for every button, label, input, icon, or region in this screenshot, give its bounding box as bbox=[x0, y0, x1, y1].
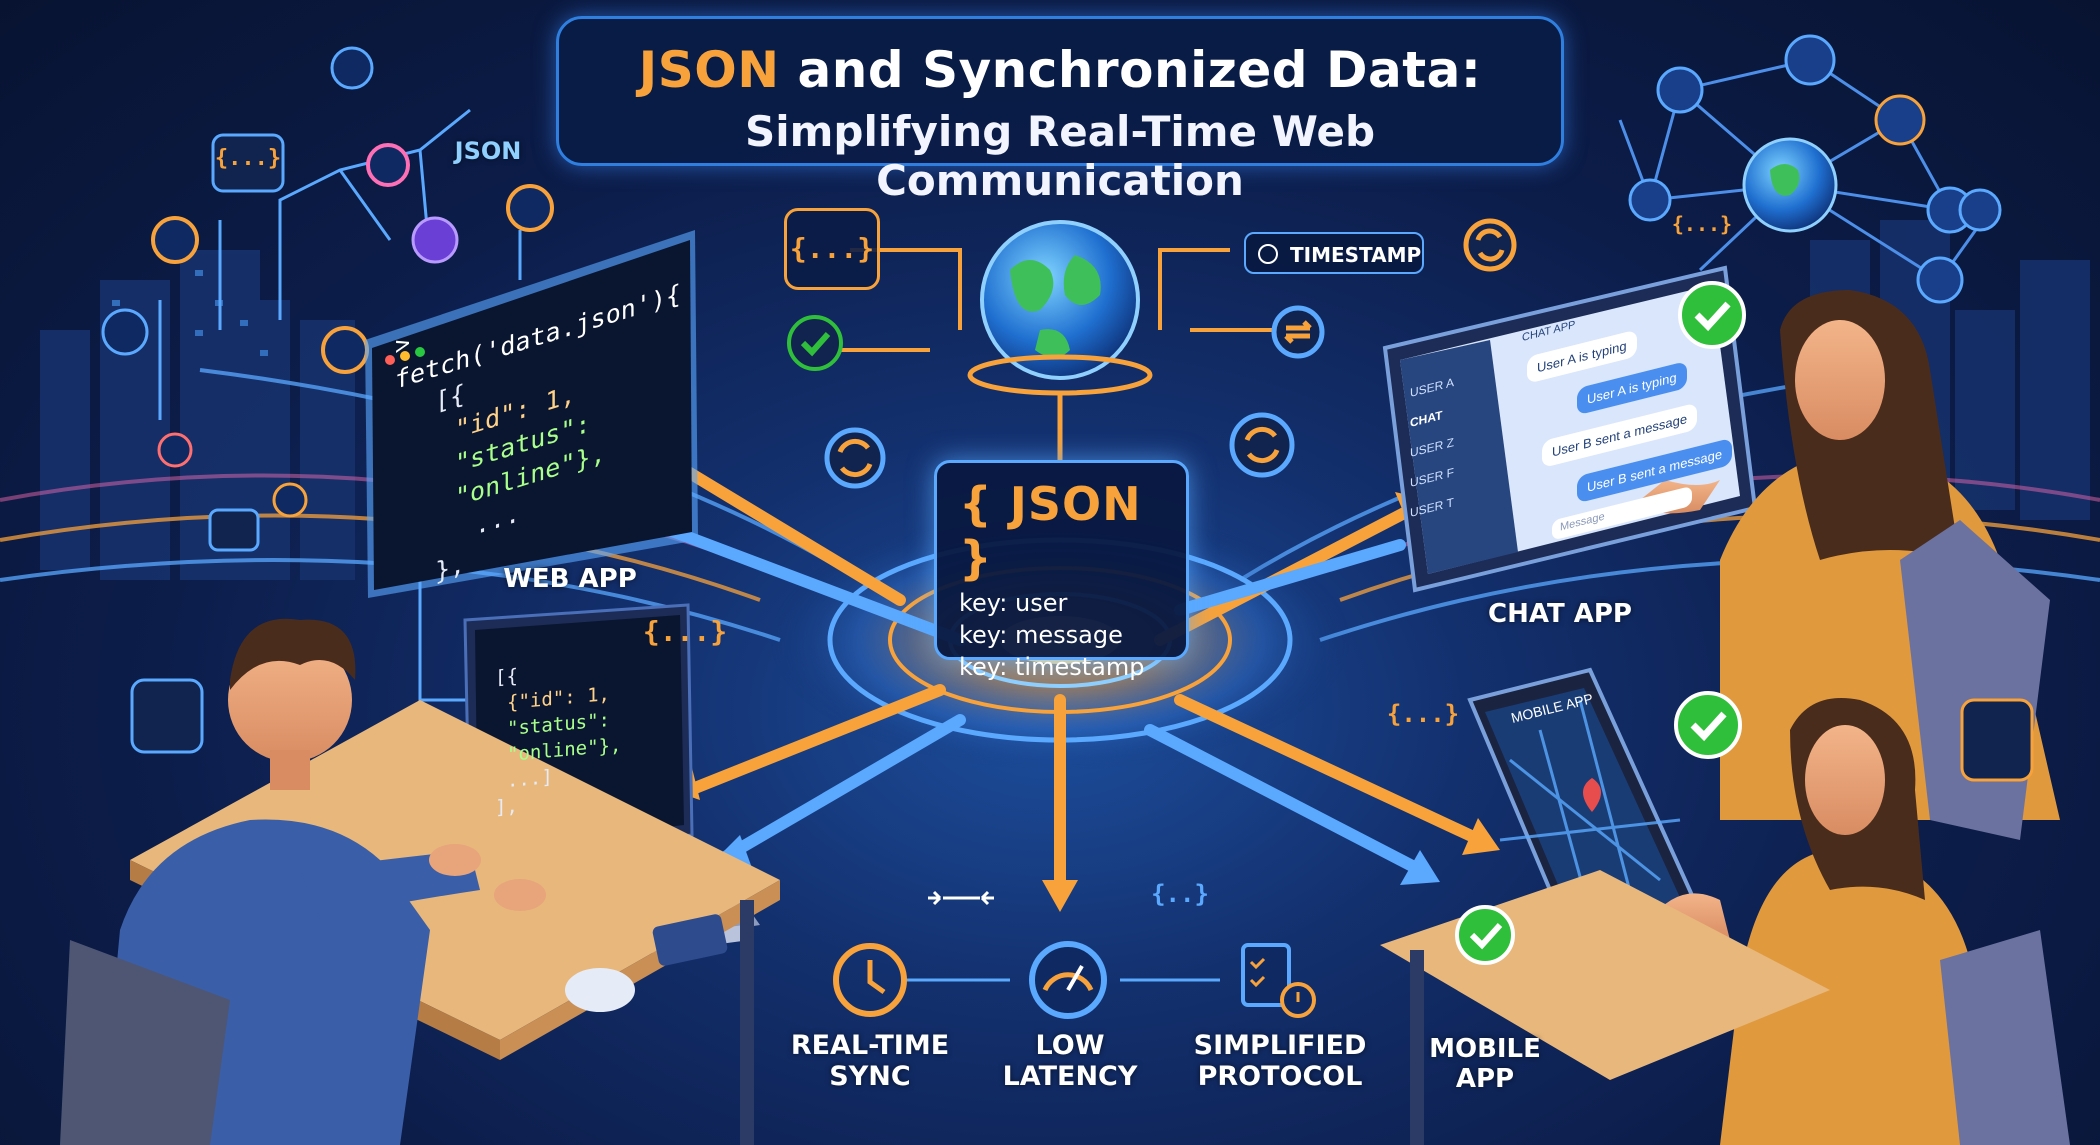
json-tag-label: JSON bbox=[454, 137, 522, 165]
key-prefix: key: bbox=[959, 621, 1008, 649]
key-value: user bbox=[1015, 589, 1068, 617]
title-highlight: JSON bbox=[638, 41, 780, 99]
title-rest: and Synchronized Data: bbox=[779, 41, 1482, 99]
check-icon bbox=[787, 281, 1746, 965]
network-globe-icon bbox=[1742, 137, 1838, 233]
feature-label-line: SYNC bbox=[829, 1061, 911, 1093]
json-key-message: key: message bbox=[959, 621, 1186, 649]
json-braces-label: {...} bbox=[642, 615, 728, 648]
feature-label-line: PROTOCOL bbox=[1197, 1061, 1363, 1093]
circuit-nodes bbox=[101, 46, 554, 518]
feature-label-line: LOW bbox=[1035, 1030, 1105, 1061]
globe-icon bbox=[967, 220, 1153, 460]
json-braces-label: {..} bbox=[1151, 880, 1209, 908]
code-monitor bbox=[365, 230, 698, 598]
json-card-title: { JSON } bbox=[959, 477, 1142, 585]
timestamp-text: TIMESTAMP bbox=[1290, 243, 1422, 267]
mobile-app-label: MOBILE APP bbox=[1410, 1034, 1560, 1095]
json-braces-badge: {...} bbox=[784, 208, 880, 290]
title-line-1: JSON and Synchronized Data: bbox=[559, 41, 1561, 99]
woman-mobile bbox=[1650, 698, 2070, 1145]
chat-header: CHAT APP bbox=[1522, 318, 1576, 345]
web-app-label: WEB APP bbox=[503, 564, 637, 594]
skyline-left bbox=[40, 250, 355, 580]
feature-low-latency: LOW LATENCY bbox=[980, 1030, 1160, 1092]
mobile-app-label-line: MOBILE bbox=[1429, 1034, 1541, 1064]
json-card: { JSON } key: user key: message key: tim… bbox=[934, 460, 1189, 681]
code-tag-icon bbox=[130, 133, 2034, 782]
chat-message: User A is typing bbox=[1577, 361, 1687, 416]
chat-app-label: CHAT APP bbox=[1488, 599, 1632, 629]
title-line-2: Simplifying Real-Time Web Communication bbox=[744, 107, 1376, 205]
key-prefix: key: bbox=[959, 653, 1008, 681]
json-braces-label: {...} bbox=[214, 146, 282, 171]
key-prefix: key: bbox=[959, 589, 1008, 617]
sync-icon bbox=[824, 218, 1517, 489]
timestamp-tag: TIMESTAMP bbox=[1244, 232, 1424, 274]
clock-icon bbox=[1258, 244, 1278, 264]
json-braces-label: {...} bbox=[1386, 700, 1460, 728]
feature-label-line: REAL-TIME bbox=[790, 1030, 950, 1061]
json-braces-label: {...} bbox=[1671, 212, 1733, 236]
laptop-code: [{ {"id": 1, "status": "online"}, ...] ]… bbox=[495, 648, 695, 821]
mobile-app-label-line: APP bbox=[1455, 1063, 1515, 1094]
title-banner: JSON and Synchronized Data: Simplifying … bbox=[556, 16, 1564, 205]
feature-label-line: LATENCY bbox=[1002, 1061, 1138, 1093]
feature-icons bbox=[833, 890, 1316, 1019]
json-key-user: key: user bbox=[959, 589, 1186, 617]
chat-sidebar: USER A CHAT USER Z USER F USER T bbox=[1410, 358, 1490, 528]
json-key-timestamp: key: timestamp bbox=[959, 653, 1186, 681]
key-value: message bbox=[1015, 621, 1123, 649]
developer-person bbox=[60, 618, 546, 1145]
key-value: timestamp bbox=[1015, 653, 1145, 681]
feature-simplified-protocol: SIMPLIFIED PROTOCOL bbox=[1180, 1030, 1380, 1092]
feature-label-line: SIMPLIFIED bbox=[1193, 1030, 1367, 1061]
feature-real-time-sync: REAL-TIME SYNC bbox=[780, 1030, 960, 1092]
